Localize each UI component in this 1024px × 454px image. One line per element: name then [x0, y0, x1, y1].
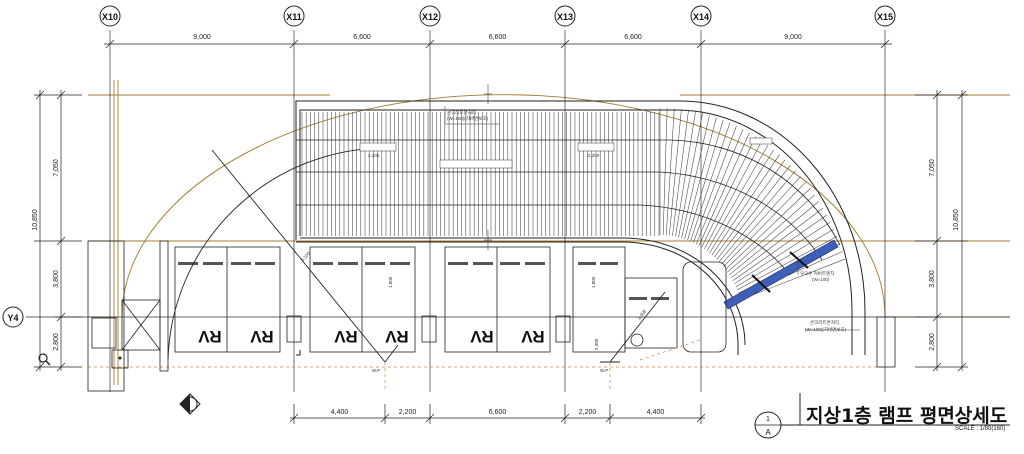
- grid-label: X13: [557, 12, 573, 22]
- bottom-dimension-line: [289, 404, 706, 424]
- top-dim-label: 9,000: [784, 34, 802, 41]
- bottom-dim-label: 4,400: [331, 409, 349, 416]
- grid-bubble-x15: X15: [874, 5, 896, 27]
- sheet-letter: A: [765, 428, 771, 437]
- grid-bubble-x11: X11: [283, 5, 305, 27]
- rv-label: RV: [385, 327, 409, 346]
- grid-bubble-x10: X10: [99, 5, 121, 27]
- grid-label: X14: [693, 12, 709, 22]
- grid-bubble-x13: X13: [554, 5, 576, 27]
- parking-bays: [174, 246, 727, 353]
- right-dimension-lines: [915, 90, 968, 372]
- rv-label: RV: [334, 327, 358, 346]
- radius-construction: [167, 147, 666, 363]
- dim-4500: 4,500: [637, 308, 648, 320]
- note-trench: 우오수 커버트렌치: [800, 270, 834, 277]
- ramp-tags: [359, 137, 773, 169]
- wp-label-a: W.P: [372, 368, 380, 373]
- grid-bubbles: X10 X11 X12 X13 X14 X15: [99, 5, 896, 27]
- top-dim-label: 6,600: [489, 34, 507, 41]
- bottom-dim-label: 4,400: [647, 409, 665, 416]
- note-surface-2: 콘크리트면처리: [810, 319, 839, 326]
- wp-label-b: W.P: [600, 368, 608, 373]
- ramp-slab: [295, 100, 866, 356]
- note-surface-2-sub: (W=100)(치바면보호): [805, 326, 847, 333]
- top-dimension-labels: 9,000 6,600 6,600 6,600 9,000: [193, 34, 802, 41]
- rv-label: RV: [470, 327, 494, 346]
- left-dimension-lines: [34, 90, 82, 372]
- right-dim-label: 7,050: [929, 159, 936, 177]
- note-surface-1-sub: (W=100)(치바면보호): [447, 115, 489, 122]
- right-dim-label: 3,800: [929, 270, 936, 288]
- drawing-number: 1: [766, 416, 770, 423]
- top-dim-label: 9,000: [193, 34, 211, 41]
- dim-2200-b: 2,200: [588, 153, 600, 158]
- left-dim-label: 7,050: [53, 159, 60, 177]
- top-dimension-line: [104, 39, 892, 49]
- dim-1800-b: 1,800: [591, 276, 596, 288]
- grid-label: X15: [877, 12, 893, 22]
- right-dim-label: 10,850: [953, 209, 960, 231]
- bottom-dim-label: 2,200: [579, 409, 597, 416]
- trench-markers: [751, 251, 809, 293]
- left-dim-label: 2,800: [53, 333, 60, 351]
- magnifier-icon: [38, 353, 51, 366]
- brown-reference-lines: [88, 80, 1010, 385]
- note-surface-1: 콘크리트면처리: [447, 109, 476, 116]
- dim-2200-a: 2,200: [368, 153, 380, 158]
- centerline-markers: [484, 84, 492, 250]
- grid-label-y4: Y4: [7, 313, 18, 323]
- top-dim-label: 6,600: [624, 34, 642, 41]
- grid-label: X10: [102, 12, 118, 22]
- grid-bubble-x12: X12: [419, 5, 441, 27]
- lane-dividers: [296, 139, 841, 276]
- bottom-dimension-labels: 4,400 2,200 6,600 2,200 4,400: [331, 409, 665, 416]
- dim-1800-a: 1,800: [388, 276, 393, 288]
- grid-lines: [26, 30, 1010, 392]
- left-dim-label: 10,850: [32, 209, 39, 231]
- grid-label: X12: [422, 12, 438, 22]
- north-arrow: [179, 393, 201, 415]
- annotations: 콘크리트면처리 (W=100)(치바면보호) 우오수 커버트렌치 (W=100)…: [300, 106, 860, 373]
- rv-label: RV: [521, 327, 545, 346]
- ramp-grooves: [301, 112, 660, 236]
- drainage-trench: [723, 239, 839, 310]
- bottom-dim-label: 2,200: [399, 409, 417, 416]
- rv-label: RV: [198, 327, 222, 346]
- stair-core: [87, 240, 169, 392]
- grid-label: X11: [286, 12, 302, 22]
- left-dim-label: 3,800: [53, 270, 60, 288]
- grid-bubble-y4: Y4: [2, 306, 24, 328]
- drawing-scale: SCALE : 1/80(160): [955, 426, 1006, 432]
- right-dim-label: 2,800: [929, 333, 936, 351]
- note-trench-sub: (W=100): [812, 277, 830, 282]
- bottom-dim-label: 6,600: [489, 409, 507, 416]
- dashed-guides: [88, 339, 885, 392]
- rv-label: RV: [250, 327, 274, 346]
- dim-2300: 2,300: [594, 338, 599, 350]
- right-stair: [876, 316, 896, 368]
- side-dimension-labels: 10,850 7,050 3,800 2,800 10,850 7,050 3,…: [32, 159, 960, 351]
- drain-dot: [118, 356, 122, 360]
- rv-labels: RV RV RV RV RV RV: [198, 327, 545, 346]
- top-dim-label: 6,600: [353, 34, 371, 41]
- column-marker: [630, 333, 644, 347]
- title-block: 1 A: [754, 393, 1010, 439]
- drawing-title: 지상1층 램프 평면상세도: [806, 405, 1008, 427]
- dim-3100: 3,100: [300, 250, 311, 262]
- grid-bubble-x14: X14: [690, 5, 712, 27]
